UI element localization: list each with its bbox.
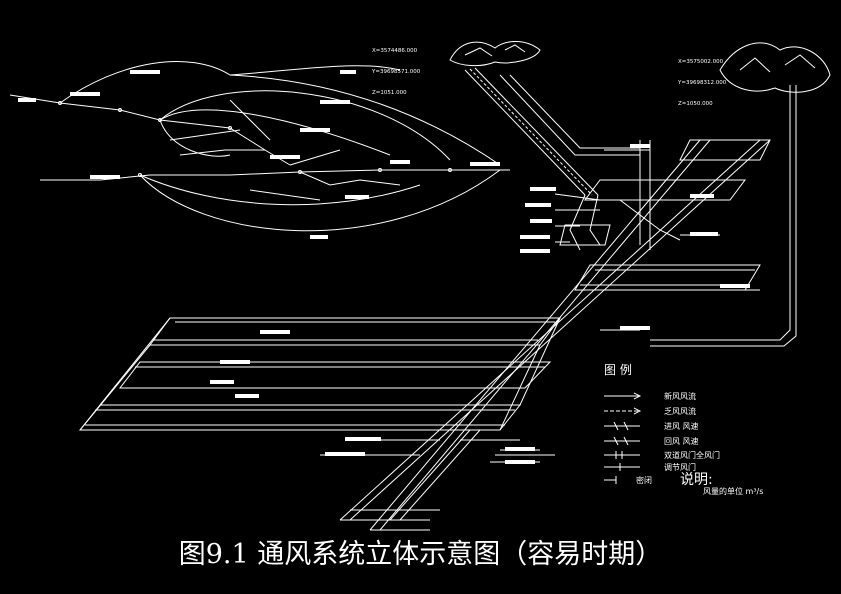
return-air-arrow-icon: [604, 407, 642, 415]
intake-velocity-icon: [604, 421, 640, 431]
surface-topography-right: [719, 42, 831, 93]
legend-symbols: [604, 392, 642, 484]
seal-icon: [604, 476, 617, 484]
return-velocity-icon: [604, 436, 640, 446]
surface-topography-left: [449, 41, 541, 67]
mine-workings-3d: [78, 139, 771, 531]
network-schematic: [9, 61, 510, 232]
left-shaft-coord-z: Z=1051.000: [372, 90, 407, 96]
legend-item-fresh-air: 新风风流: [664, 392, 696, 401]
figure-caption: 图9.1 通风系统立体示意图（容易时期）: [178, 539, 663, 570]
left-shaft-coord-x: X=3574486.000: [372, 48, 418, 54]
right-shaft-coord-z: Z=1050.000: [678, 101, 713, 107]
double-door-icon: [604, 451, 640, 459]
regulator-door-icon: [604, 463, 640, 471]
right-shaft-coordinates: X=3575002.000 Y=39698312.000 Z=1050.000: [678, 45, 726, 115]
legend-item-regulator-door: 调节风门: [664, 463, 696, 472]
legend-item-return-velocity: 回风 风速: [664, 437, 699, 446]
left-shaft-coordinates: X=3574486.000 Y=39698571.000 Z=1051.000: [372, 34, 420, 104]
legend-item-return-air: 乏风风流: [664, 407, 696, 416]
legend-title: 图 例: [604, 363, 632, 377]
fresh-air-arrow-icon: [604, 392, 642, 400]
legend-item-intake-velocity: 进风 风速: [664, 422, 699, 431]
right-shaft-coord-y: Y=39698312.000: [678, 80, 727, 86]
left-shaft-coord-y: Y=39698571.000: [372, 69, 421, 75]
legend-item-seal: 密闭: [636, 476, 652, 485]
inclined-shafts: [464, 67, 797, 347]
notes-text: 风量的单位 m³/s: [703, 487, 764, 496]
notes-title: 说明:: [680, 472, 713, 488]
annotation-marks: [18, 70, 750, 464]
right-shaft-coord-x: X=3575002.000: [678, 59, 724, 65]
legend-item-double-door: 双道风门全风门: [664, 451, 720, 460]
